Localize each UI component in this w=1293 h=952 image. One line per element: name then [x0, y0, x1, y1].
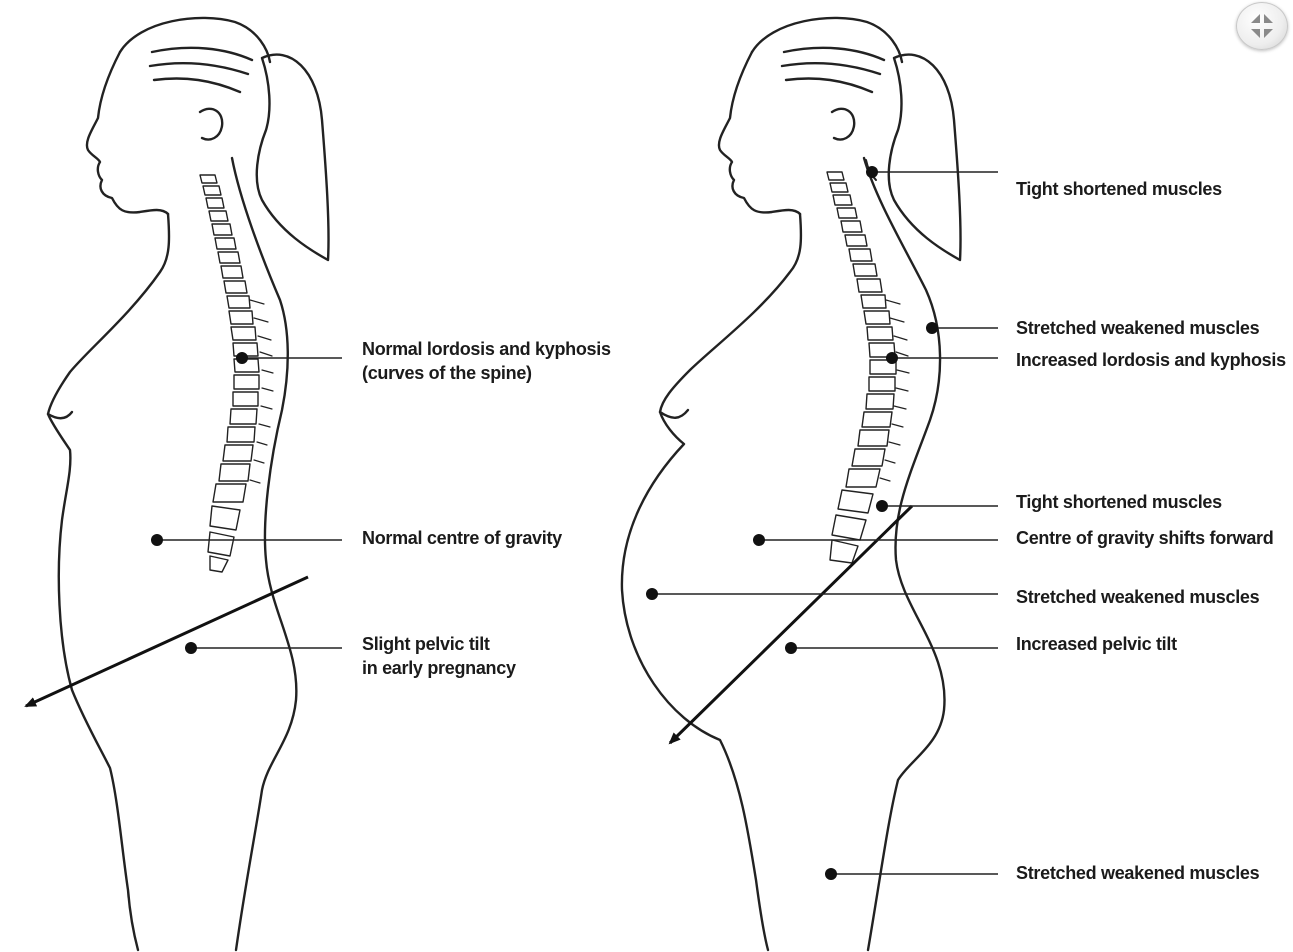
right-spine-processes [880, 300, 909, 481]
right-label-neck-muscles: Tight shortened muscles [1016, 179, 1222, 199]
left-back-outline [232, 158, 296, 950]
left-label-gravity: Normal centre of gravity [362, 528, 562, 548]
right-dot-pelvic [785, 642, 797, 654]
right-dot-gravity [753, 534, 765, 546]
left-spine [200, 175, 259, 572]
left-spine-processes [250, 300, 273, 483]
left-hair-strands [150, 48, 252, 92]
right-label-thigh: Stretched weakened muscles [1016, 863, 1260, 883]
right-label-gravity: Centre of gravity shifts forward [1016, 528, 1274, 548]
left-figure [48, 18, 329, 950]
right-label-spine: Increased lordosis and kyphosis [1016, 350, 1286, 370]
left-front-outline [48, 214, 169, 950]
right-figure [622, 18, 961, 950]
left-dot-pelvic [185, 642, 197, 654]
left-label-spine-line2: (curves of the spine) [362, 363, 532, 383]
right-hair-outline [752, 18, 902, 62]
left-dot-gravity [151, 534, 163, 546]
left-dots [151, 352, 248, 654]
right-back-outline [864, 158, 945, 950]
right-dots [646, 166, 938, 880]
right-dot-abdomen [646, 588, 658, 600]
right-dot-spine [886, 352, 898, 364]
left-label-pelvic-line2: in early pregnancy [362, 658, 516, 678]
right-face-profile [719, 52, 800, 214]
right-breast [660, 410, 688, 418]
right-leaders [652, 171, 998, 875]
right-ponytail [889, 55, 961, 260]
left-breast [48, 412, 72, 418]
left-ear [200, 109, 222, 140]
right-front-outline [622, 214, 801, 950]
right-label-lower-back: Tight shortened muscles [1016, 492, 1222, 512]
expand-button[interactable] [1236, 2, 1288, 50]
left-label-spine-line1: Normal lordosis and kyphosis [362, 339, 611, 359]
right-label-pelvic: Increased pelvic tilt [1016, 634, 1177, 654]
left-label-pelvic-line1: Slight pelvic tilt [362, 634, 490, 654]
left-hair-outline [120, 18, 270, 62]
right-dot-lower-back [876, 500, 888, 512]
right-ear [832, 109, 854, 140]
right-label-upper-back: Stretched weakened muscles [1016, 318, 1260, 338]
right-pelvic-tilt-arrow [668, 504, 914, 745]
right-hair-strands [782, 48, 884, 92]
left-ponytail [257, 55, 329, 260]
right-dot-upper-back [926, 322, 938, 334]
right-label-abdomen: Stretched weakened muscles [1016, 587, 1260, 607]
right-dot-neck [866, 166, 878, 178]
left-face-profile [87, 52, 168, 214]
expand-icon [1251, 14, 1273, 38]
right-dot-thigh [825, 868, 837, 880]
right-spine [827, 172, 896, 563]
left-pelvic-tilt-arrow [24, 575, 309, 708]
left-dot-spine [236, 352, 248, 364]
left-leaders [157, 357, 342, 649]
